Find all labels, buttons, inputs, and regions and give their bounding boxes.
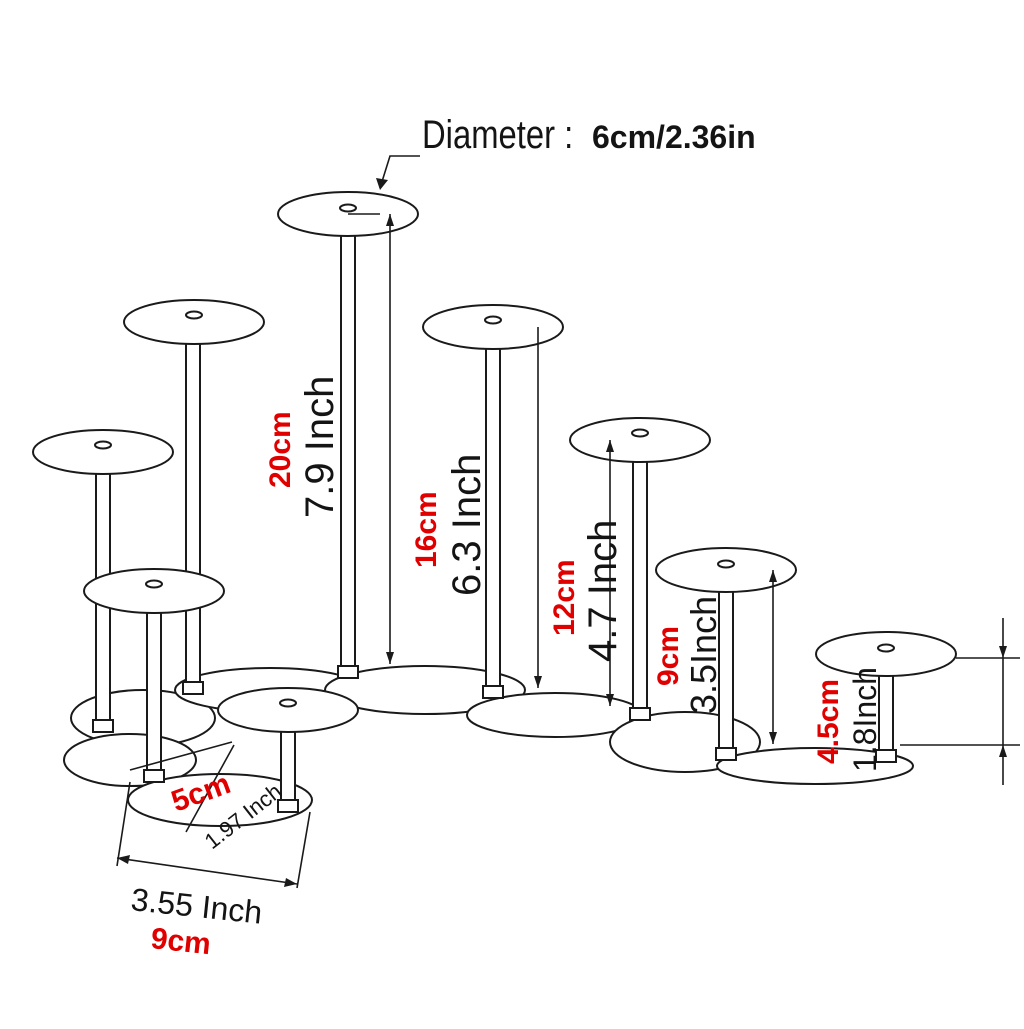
post-20-inch-label: 7.9 Inch	[298, 376, 342, 518]
post-foot	[629, 707, 651, 721]
post-4-5-inch-label: 1.8Inch	[847, 667, 883, 772]
disc	[815, 631, 957, 677]
post-foot	[875, 749, 897, 763]
post-9-cm-label: 9cm	[652, 626, 685, 686]
disc	[655, 547, 797, 593]
dimension-lines	[116, 155, 1020, 889]
post-foot	[337, 665, 359, 679]
post-foot	[482, 685, 504, 699]
base-plate	[716, 747, 914, 785]
base-width-cm-label: 9cm	[149, 922, 212, 961]
post-foot	[277, 799, 299, 813]
diameter-label-prefix: Diameter :	[422, 112, 573, 157]
extension-line	[129, 741, 233, 771]
post-20-cm-label: 20cm	[264, 411, 297, 488]
diameter-line-5cm	[185, 744, 235, 833]
discs	[32, 191, 957, 733]
post-foot	[143, 769, 165, 783]
diameter-label-value: 6cm/2.36in	[592, 119, 756, 155]
arrowhead	[376, 178, 388, 190]
base-width-line	[116, 857, 298, 885]
base-plate	[324, 665, 526, 715]
disc	[123, 299, 265, 345]
disc	[422, 304, 564, 350]
post	[340, 231, 356, 673]
post-12-inch-label: 4.7 Inch	[581, 520, 625, 662]
post-16-cm-label: 16cm	[410, 491, 443, 568]
extension-line	[296, 811, 311, 889]
base-width-inch-label: 3.55 Inch	[129, 881, 264, 931]
extension-line	[116, 781, 131, 867]
diameter-leader	[379, 155, 420, 189]
disc	[217, 687, 359, 733]
disc	[83, 568, 225, 614]
post-foot	[182, 681, 204, 695]
post-16-inch-label: 6.3 Inch	[445, 454, 489, 596]
labels: Diameter : 6cm/2.36in 20cm 7.9 Inch 16cm…	[129, 112, 883, 961]
post-12-cm-label: 12cm	[548, 559, 581, 636]
post	[146, 607, 162, 777]
post	[632, 455, 648, 715]
disc	[569, 417, 711, 463]
post	[185, 339, 201, 689]
post-9-inch-label: 3.5Inch	[683, 596, 724, 714]
disc	[32, 429, 174, 475]
post-foot	[92, 719, 114, 733]
post-foot	[715, 747, 737, 761]
post-4-5-cm-label: 4.5cm	[812, 679, 845, 764]
